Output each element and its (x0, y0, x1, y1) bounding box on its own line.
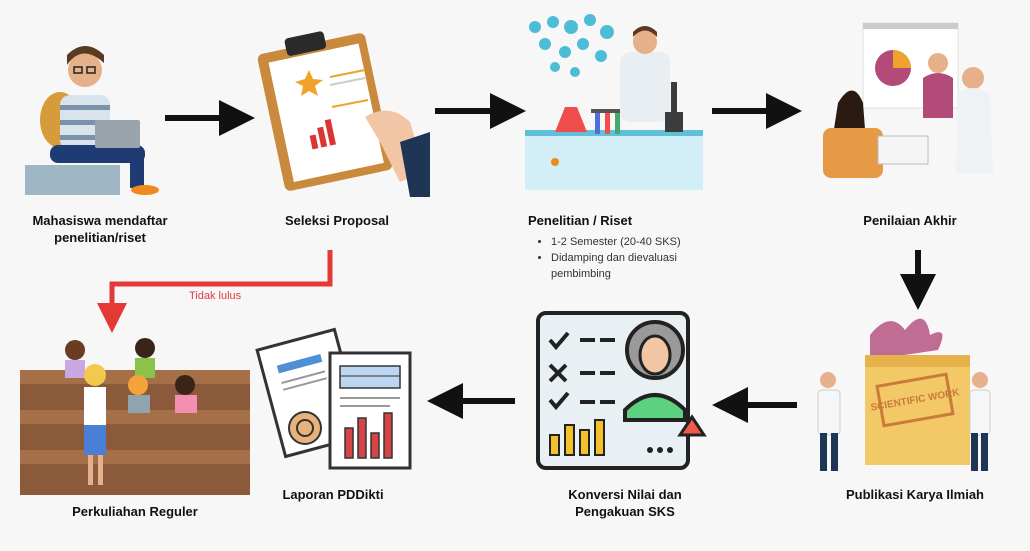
research-detail-duration: 1-2 Semester (20-40 SKS) (551, 234, 725, 250)
clipboard-illustration (257, 31, 430, 197)
step-research-label: Penelitian / Riset (528, 213, 633, 228)
step-selection-label: Seleksi Proposal (284, 213, 390, 228)
student-laptop-illustration (25, 46, 159, 195)
step-conversion-label: Konversi Nilai dan Pengakuan SKS (568, 487, 682, 519)
step-publication-label: Publikasi Karya Ilmiah (845, 487, 984, 502)
lecture-hall-illustration (20, 338, 250, 495)
presentation-illustration (823, 22, 993, 178)
publication-illustration: SCIENTIFIC WORK (817, 318, 991, 471)
lab-scientist-illustration (525, 14, 703, 190)
step-final-assessment-label: Penilaian Akhir (863, 213, 957, 228)
report-documents-illustration (255, 327, 412, 470)
step-regular-label: Perkuliahan Reguler (72, 504, 198, 519)
step-report-label: Laporan PDDikti (282, 487, 384, 502)
conversion-checklist-illustration (536, 311, 707, 470)
step-register-label: Mahasiswa mendaftar penelitian/riset (32, 213, 168, 245)
research-detail-supervision: Didamping dan dievaluasi pembimbing (551, 250, 725, 282)
arrow-fail-to-regular (97, 250, 333, 333)
fail-note: Tidak lulus (189, 290, 242, 302)
research-details-list: 1-2 Semester (20-40 SKS) Didamping dan d… (535, 234, 725, 282)
